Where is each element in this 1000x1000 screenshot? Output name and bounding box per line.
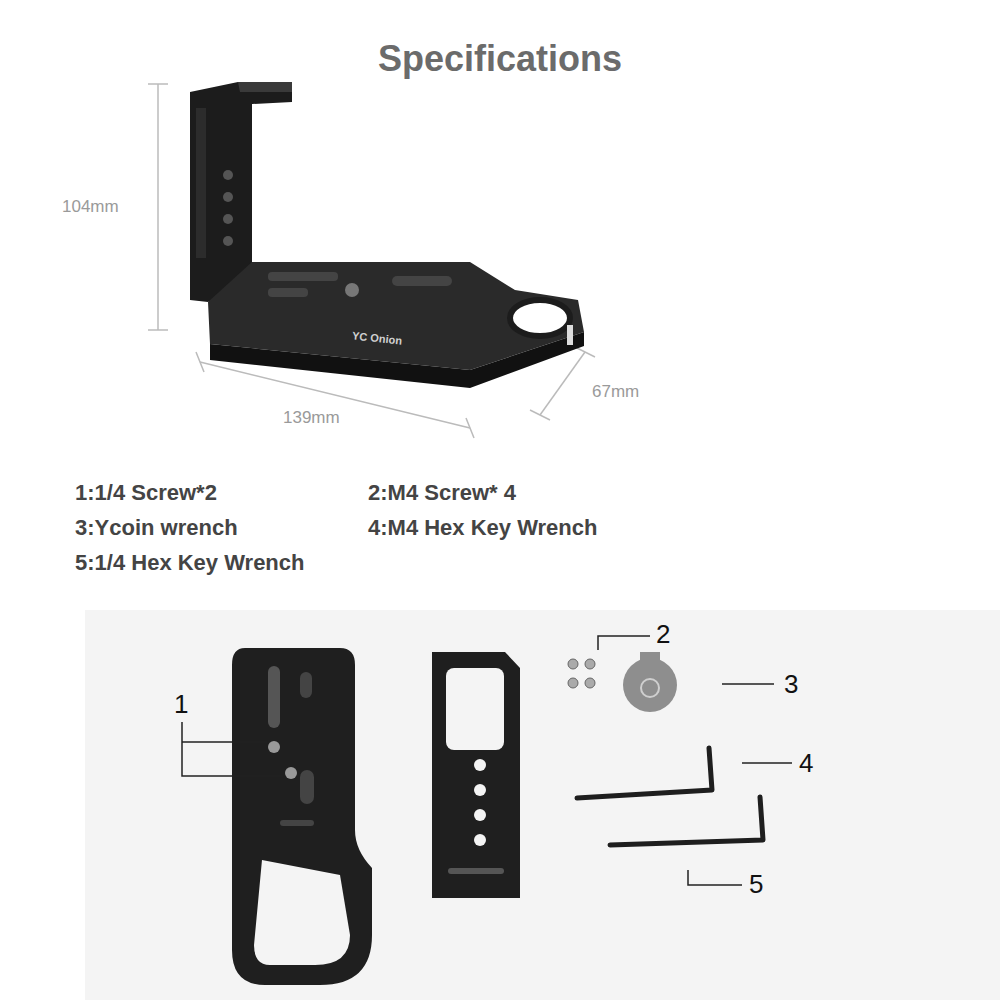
parts-list-item: 4:M4 Hex Key Wrench [368,515,597,540]
dimension-label: 104mm [62,197,119,217]
hex-keys [577,748,763,845]
leader-lines [182,636,792,885]
callout-number: 5 [749,870,763,900]
m4-screws [568,659,595,688]
callout-number: 1 [174,690,188,720]
page-title: Specifications [378,38,622,79]
parts-panel [85,610,1000,1000]
dimension-label: 67mm [592,382,639,402]
callout-number: 4 [799,749,813,779]
parts-list-item: 5:1/4 Hex Key Wrench [75,550,304,575]
coin-wrench [623,652,677,712]
callout-number: 3 [784,670,798,700]
l-bracket [190,82,584,388]
parts-list-item: 3:Ycoin wrench [75,515,238,540]
parts-list-item: 1:1/4 Screw*2 [75,480,217,505]
vertical-plate [432,652,520,898]
dimension-label: 139mm [283,408,340,428]
base-plate [232,648,372,985]
callout-number: 2 [656,620,670,650]
parts-list-item: 2:M4 Screw* 4 [368,480,516,505]
